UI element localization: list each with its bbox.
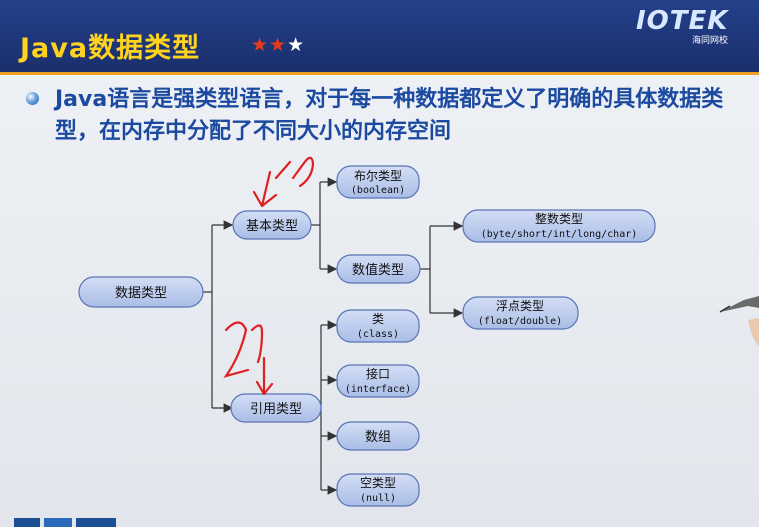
annotation-stroke <box>274 160 292 180</box>
annotation-arrow-icon <box>255 356 274 396</box>
star-filled-icon: ★ <box>251 34 270 56</box>
pen-cursor-icon <box>719 296 759 346</box>
node-integer: 整数类型 (byte/short/int/long/char) <box>462 209 656 243</box>
connectors <box>203 177 464 495</box>
annotation-arrow-icon <box>252 170 278 208</box>
bullet-icon <box>26 92 39 105</box>
annotation-stroke <box>291 156 315 188</box>
node-label: 空类型 <box>360 476 396 490</box>
node-label: 引用类型 <box>250 402 302 417</box>
node-null: 空类型 (null) <box>336 473 420 507</box>
brand-logo: IOTEK 海同网校 <box>636 6 746 46</box>
logo-subtitle: 海同网校 <box>692 36 729 46</box>
node-reference: 引用类型 <box>230 393 322 423</box>
node-label: 整数类型 <box>535 211 583 226</box>
node-label: 数值类型 <box>352 262 404 278</box>
node-sublabel: (class) <box>357 329 399 340</box>
slide-header: Java数据类型 ★★★ IOTEK 海同网校 <box>0 0 759 75</box>
node-label: 浮点类型 <box>496 299 544 313</box>
annotation-2 <box>223 321 274 396</box>
node-boolean: 布尔类型 (boolean) <box>336 165 420 199</box>
node-label: 接口 <box>366 366 390 381</box>
annotation-1 <box>252 156 315 208</box>
node-primitive: 基本类型 <box>232 210 312 240</box>
star-filled-icon: ★ <box>269 34 288 56</box>
node-sublabel: (float/double) <box>478 316 562 327</box>
node-sublabel: (interface) <box>345 384 411 395</box>
bullet-text: Java语言是强类型语言，对于每一种数据都定义了明确的具体数据类型，在内存中分配… <box>55 87 724 144</box>
annotation-label: 1 <box>286 171 287 173</box>
star-empty-icon: ★ <box>287 34 306 56</box>
annotation-stroke <box>250 324 264 364</box>
node-array: 数组 <box>336 421 420 451</box>
node-sublabel: (boolean) <box>351 185 405 196</box>
logo-wordmark: IOTEK <box>636 6 729 36</box>
node-label: 数据类型 <box>115 286 167 301</box>
node-interface: 接口 (interface) <box>336 364 420 398</box>
thumbnail-strip <box>14 518 116 527</box>
difficulty-rating: ★★★ <box>251 34 305 56</box>
node-label: 布尔类型 <box>354 168 402 183</box>
annotation-stroke <box>223 321 250 378</box>
node-label: 数组 <box>365 430 391 445</box>
node-root: 数据类型 <box>78 276 204 308</box>
node-float: 浮点类型 (float/double) <box>462 296 579 330</box>
node-label: 基本类型 <box>246 219 298 234</box>
node-numeric: 数值类型 <box>336 254 421 284</box>
slide-title: Java数据类型 <box>20 33 201 64</box>
node-label: 类 <box>372 312 384 326</box>
node-sublabel: (null) <box>360 493 396 504</box>
node-class: 类 (class) <box>336 309 420 343</box>
node-sublabel: (byte/short/int/long/char) <box>481 229 638 240</box>
